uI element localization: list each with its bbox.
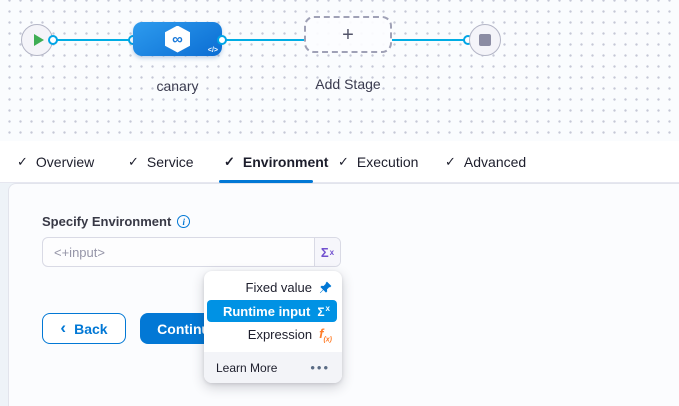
- environment-input[interactable]: [43, 238, 314, 266]
- fx-icon: f(x): [319, 325, 332, 344]
- chevron-left-icon: ‹: [60, 318, 67, 337]
- menu-footer: Learn More •••: [204, 352, 342, 383]
- tab-label: Advanced: [463, 154, 527, 170]
- info-icon[interactable]: i: [177, 215, 191, 228]
- tab-label: Service: [146, 154, 194, 170]
- check-icon: ✓: [128, 154, 139, 169]
- edge-addstage-to-end: [392, 39, 469, 41]
- tab-execution[interactable]: ✓ Execution: [338, 141, 418, 183]
- edge-start-to-canary: [53, 39, 133, 41]
- menu-item-runtime-input[interactable]: Runtime input Σx: [207, 300, 337, 322]
- environment-input-group: Σx: [42, 237, 341, 267]
- edge-canary-to-addstage: [222, 39, 304, 41]
- environment-tab-content: Specify Environment i Σx ‹ Back Continue…: [0, 183, 679, 406]
- tab-label: Execution: [356, 154, 419, 170]
- code-icon: </>: [207, 47, 218, 54]
- play-icon: [34, 34, 44, 46]
- menu-item-expression[interactable]: Expression f(x): [247, 325, 332, 344]
- menu-item-fixed-value[interactable]: Fixed value: [204, 276, 342, 299]
- deployment-hexagon-icon: ∞: [165, 25, 190, 53]
- tab-overview[interactable]: ✓ Overview: [17, 141, 94, 183]
- tab-environment[interactable]: ✓ Environment: [224, 141, 328, 183]
- tab-label: Environment: [242, 154, 329, 170]
- check-icon: ✓: [224, 154, 235, 169]
- specify-environment-label: Specify Environment i: [42, 214, 191, 229]
- back-button[interactable]: ‹ Back: [42, 313, 126, 344]
- more-options-icon[interactable]: •••: [310, 360, 330, 375]
- learn-more-link[interactable]: Learn More: [216, 360, 278, 375]
- check-icon: ✓: [338, 154, 349, 169]
- pin-icon: [319, 281, 332, 294]
- infinity-icon: ∞: [172, 30, 183, 48]
- check-icon: ✓: [445, 154, 456, 169]
- content-panel: [8, 183, 679, 406]
- sigma-icon: Σx: [317, 303, 330, 319]
- stage-tabbar: ✓ Overview ✓ Service ✓ Environment ✓ Exe…: [0, 141, 679, 183]
- tab-service[interactable]: ✓ Service: [128, 141, 194, 183]
- tab-label: Overview: [35, 154, 95, 170]
- add-stage-button[interactable]: +: [304, 16, 392, 53]
- pipeline-canvas[interactable]: ∞ </> canary + Add Stage: [0, 0, 679, 141]
- connector-port: [217, 35, 227, 45]
- input-type-dropdown-menu: Fixed value Runtime input Σx Expression …: [204, 271, 342, 383]
- add-stage-label: Add Stage: [315, 76, 381, 92]
- stage-node-canary[interactable]: ∞ </>: [133, 22, 222, 56]
- pipeline-start-node[interactable]: [21, 24, 53, 56]
- stage-label-canary: canary: [156, 78, 199, 94]
- check-icon: ✓: [17, 154, 28, 169]
- plus-icon: +: [342, 23, 354, 46]
- tab-advanced[interactable]: ✓ Advanced: [445, 141, 526, 183]
- pipeline-end-node[interactable]: [469, 24, 501, 56]
- stop-icon: [479, 34, 491, 46]
- connector-port: [48, 35, 58, 45]
- active-tab-underline: [219, 180, 313, 183]
